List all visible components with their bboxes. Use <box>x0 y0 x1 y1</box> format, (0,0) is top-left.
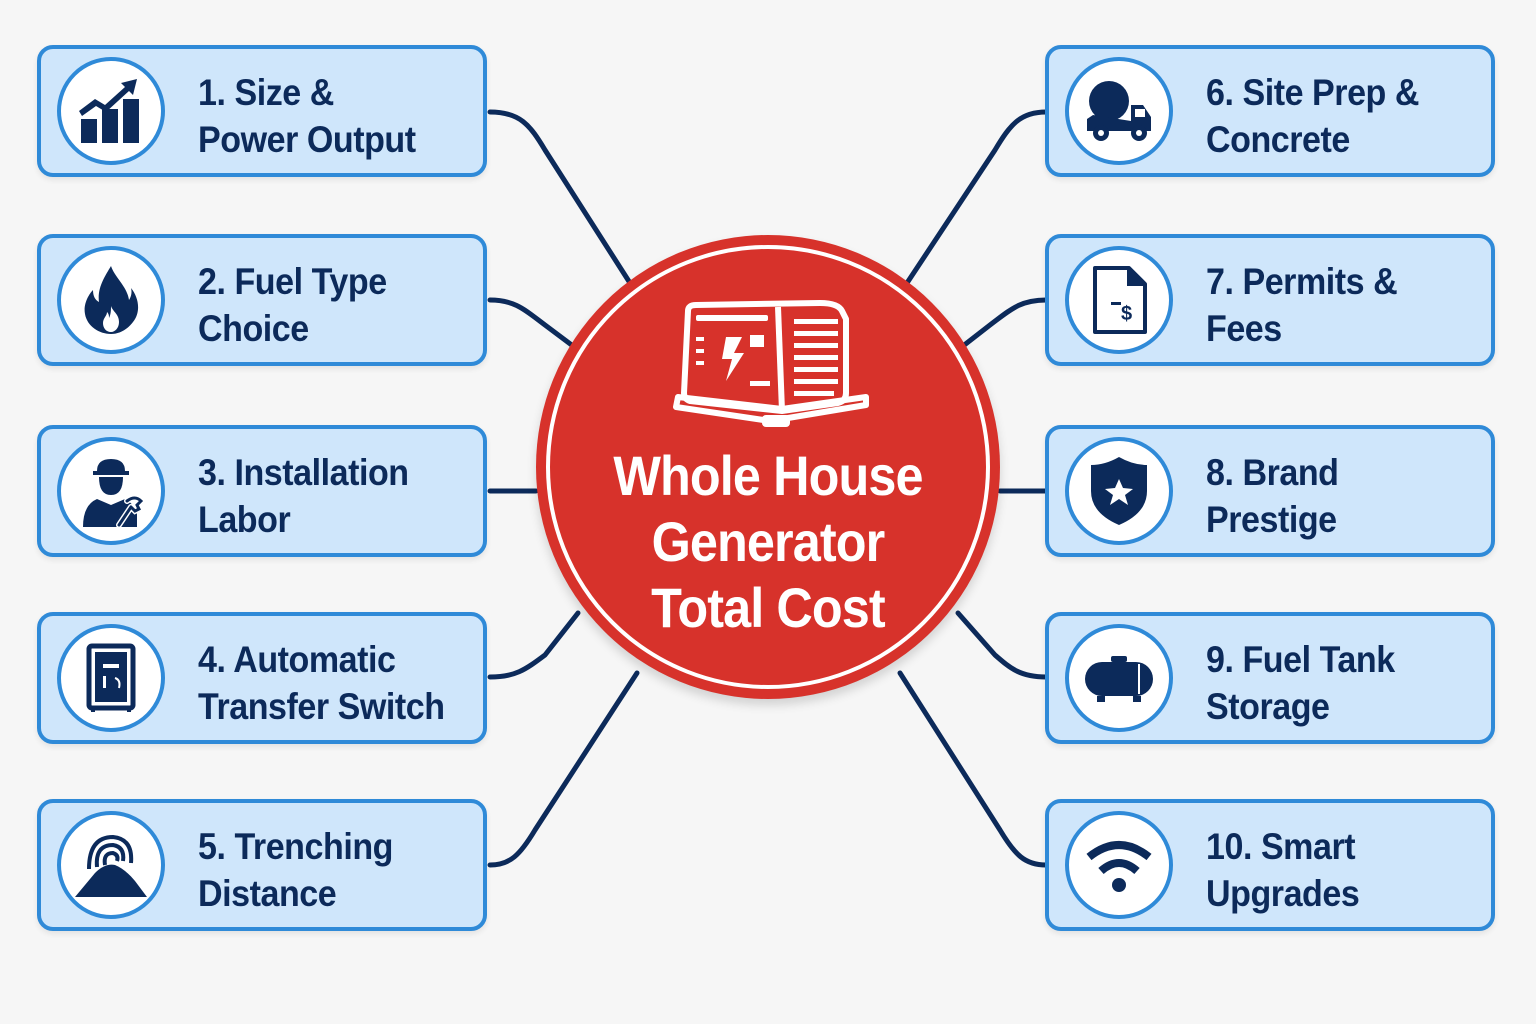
factor-card-trenching: 5. Trenching Distance <box>37 799 487 931</box>
factor-label-line-2: Prestige <box>1206 499 1337 540</box>
factor-card-brand-prestige: 8. Brand Prestige <box>1045 425 1495 557</box>
connector-2 <box>487 297 576 349</box>
factor-label-line-2: Distance <box>198 873 337 914</box>
factor-label: 8. Brand Prestige <box>1206 449 1461 543</box>
factor-card-smart-upgrades: 10. Smart Upgrades <box>1045 799 1495 931</box>
factor-label-line-1: 2. Fuel Type <box>198 261 387 302</box>
fuel-tank-icon <box>1065 624 1173 732</box>
connector-1 <box>487 109 633 286</box>
factor-card-site-prep: 6. Site Prep & Concrete <box>1045 45 1495 177</box>
hub-title-line-1: Whole House <box>613 444 923 507</box>
factor-label-line-2: Fees <box>1206 308 1282 349</box>
factor-label: 3. Installation Labor <box>198 449 453 543</box>
factor-label: 2. Fuel Type Choice <box>198 258 453 352</box>
factor-label-line-2: Storage <box>1206 686 1330 727</box>
factor-label-line-1: 7. Permits & <box>1206 261 1398 302</box>
factor-label: 6. Site Prep & Concrete <box>1206 69 1461 163</box>
factor-card-fuel-type: 2. Fuel Type Choice <box>37 234 487 366</box>
generator-icon <box>673 300 869 427</box>
hub-inner-ring <box>546 245 990 689</box>
trench-dirt-mound-icon <box>57 811 165 919</box>
factor-label-line-1: 3. Installation <box>198 452 409 493</box>
factor-label: 4. Automatic Transfer Switch <box>198 636 453 730</box>
factor-label: 1. Size & Power Output <box>198 69 453 163</box>
factor-card-transfer-switch: 4. Automatic Transfer Switch <box>37 612 487 744</box>
factor-label-line-1: 5. Trenching <box>198 826 393 867</box>
factor-label-line-2: Concrete <box>1206 119 1350 160</box>
factor-card-permits: $ 7. Permits & Fees <box>1045 234 1495 366</box>
factor-label: 5. Trenching Distance <box>198 823 453 917</box>
factor-label: 7. Permits & Fees <box>1206 258 1461 352</box>
factor-label-line-1: 1. Size & <box>198 72 334 113</box>
factor-card-size-power: 1. Size & Power Output <box>37 45 487 177</box>
connector-9 <box>955 610 1049 680</box>
hub-title-line-2: Generator <box>651 510 886 573</box>
factor-label: 10. Smart Upgrades <box>1206 823 1461 917</box>
svg-text:$: $ <box>1121 303 1132 325</box>
document-dollar-icon: $ <box>1065 246 1173 354</box>
flame-icon <box>57 246 165 354</box>
connector-5 <box>487 670 640 868</box>
central-hub: Whole House Generator Total Cost <box>536 235 1000 699</box>
connector-7 <box>960 297 1049 349</box>
hub-title-line-3: Total Cost <box>651 576 886 639</box>
factor-card-installation-labor: 3. Installation Labor <box>37 425 487 557</box>
factor-label-line-1: 4. Automatic <box>198 639 396 680</box>
factor-label-line-2: Transfer Switch <box>198 686 445 727</box>
wifi-icon <box>1065 811 1173 919</box>
factor-label-line-2: Upgrades <box>1206 873 1360 914</box>
cement-mixer-truck-icon <box>1065 57 1173 165</box>
factor-label: 9. Fuel Tank Storage <box>1206 636 1461 730</box>
factor-label-line-1: 6. Site Prep & <box>1206 72 1420 113</box>
hub-title: Whole House Generator Total Cost <box>536 443 1000 641</box>
bar-chart-growth-icon <box>57 57 165 165</box>
connector-4 <box>487 610 581 680</box>
factor-label-line-1: 10. Smart <box>1206 826 1356 867</box>
worker-wrench-icon <box>57 437 165 545</box>
shield-star-icon <box>1065 437 1173 545</box>
factor-label-line-2: Power Output <box>198 119 416 160</box>
factor-card-fuel-tank: 9. Fuel Tank Storage <box>1045 612 1495 744</box>
factor-label-line-2: Labor <box>198 499 291 540</box>
factor-label-line-1: 9. Fuel Tank <box>1206 639 1395 680</box>
connector-6 <box>904 109 1049 286</box>
transfer-switch-panel-icon <box>57 624 165 732</box>
connector-10 <box>897 670 1049 868</box>
factor-label-line-1: 8. Brand <box>1206 452 1339 493</box>
factor-label-line-2: Choice <box>198 308 309 349</box>
